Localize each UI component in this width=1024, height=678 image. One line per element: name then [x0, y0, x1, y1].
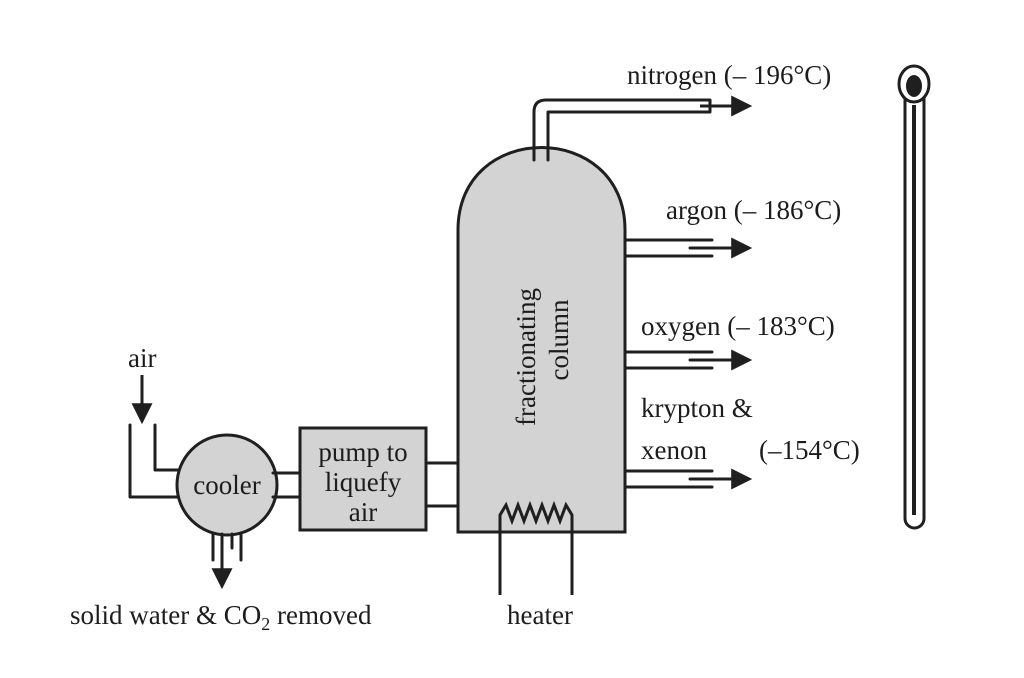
cooler-drain-pipe: [211, 531, 243, 562]
nitrogen-label: nitrogen (– 196°C): [627, 60, 831, 90]
cooler-label: cooler: [193, 470, 260, 500]
krypton-xenon-pipe: [623, 469, 714, 489]
krypton-xenon-temperature: (–154°C): [759, 435, 860, 465]
column-label-line-1: fractionating: [511, 288, 541, 426]
cooler: [175, 433, 279, 537]
heater-label: heater: [507, 600, 573, 630]
pump-to-column-pipe: [424, 461, 460, 508]
thermometer: [897, 64, 931, 530]
krypton-xenon-label-line-1: krypton &: [641, 393, 753, 423]
krypton-xenon-label-line-2: xenon: [641, 435, 707, 465]
pump: [298, 426, 428, 532]
argon-label: argon (– 186°C): [666, 195, 841, 225]
removed-label: solid water & CO2 removed: [70, 600, 372, 634]
thermometer-bulb-fill: [906, 75, 922, 97]
pump-label-line-3: air: [349, 497, 377, 527]
oxygen-pipe: [623, 350, 714, 370]
pump-label-line-1: pump to: [318, 437, 407, 467]
oxygen-label: oxygen (– 183°C): [641, 311, 835, 341]
pump-label-line-2: liquefy: [325, 467, 402, 497]
argon-pipe: [623, 238, 714, 258]
column-label-line-2: column: [544, 299, 574, 380]
heater-coil: [498, 500, 574, 527]
fractionating-column: [456, 146, 627, 534]
air-label: air: [128, 343, 156, 373]
